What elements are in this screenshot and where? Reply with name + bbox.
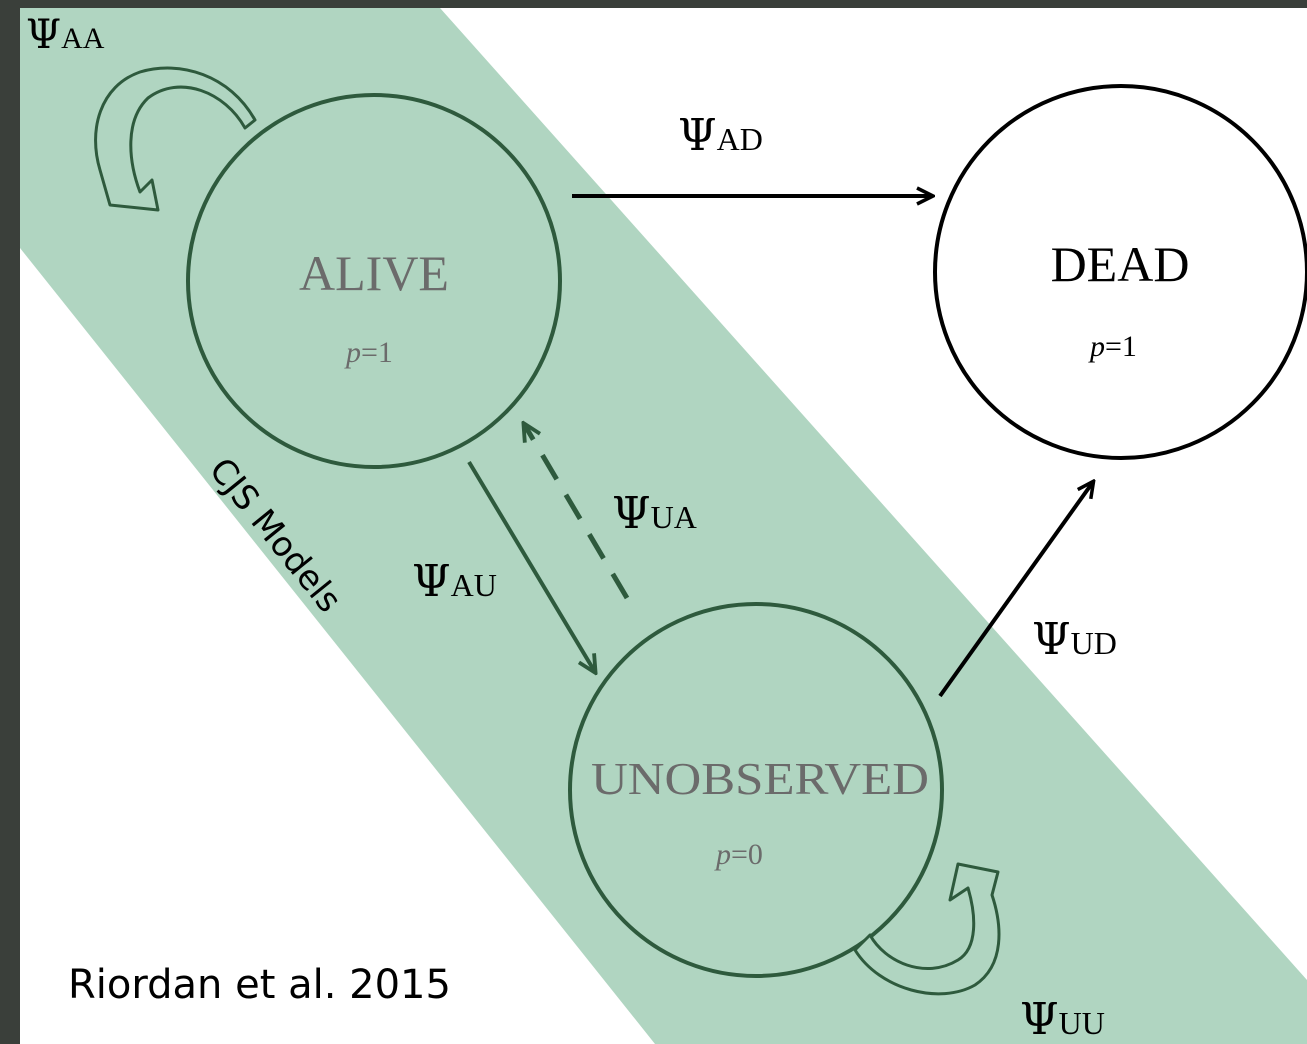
psi-ud-subscript: UD	[1071, 625, 1117, 661]
unobserved-p-symbol: p	[714, 838, 731, 871]
psi-ua-subscript: UA	[651, 499, 697, 535]
unobserved-detection: p=0	[714, 838, 763, 871]
label-psi-ad: ΨAD	[678, 110, 763, 161]
psi-aa-subscript: AA	[61, 22, 105, 55]
unobserved-state: UNOBSERVED p=0	[568, 602, 944, 978]
dead-p-value: =1	[1105, 330, 1137, 363]
label-psi-ud: ΨUD	[1032, 614, 1117, 665]
alive-detection: p=1	[344, 336, 393, 369]
psi-uu-symbol: Ψ	[1020, 994, 1059, 1044]
arrow-unobserved-to-dead	[938, 482, 1093, 698]
psi-au-symbol: Ψ	[412, 556, 451, 607]
dead-detection: p=1	[1088, 330, 1137, 363]
self-loop-unobserved-arrow	[853, 862, 1001, 996]
label-psi-au: ΨAU	[412, 556, 497, 607]
unobserved-label: UNOBSERVED	[591, 753, 929, 804]
arrow-alive-to-unobserved	[467, 460, 595, 672]
psi-ud-symbol: Ψ	[1032, 614, 1071, 665]
psi-ad-symbol: Ψ	[678, 110, 717, 161]
citation-text: Riordan et al. 2015	[68, 962, 451, 1008]
psi-uu-subscript: UU	[1059, 1005, 1105, 1041]
arrow-unobserved-to-alive	[524, 424, 630, 600]
psi-aa-symbol: Ψ	[26, 12, 61, 58]
unobserved-circle	[568, 602, 944, 978]
dead-label: DEAD	[1051, 236, 1190, 292]
psi-ua-symbol: Ψ	[612, 488, 651, 539]
dead-p-symbol: p	[1088, 330, 1105, 363]
unobserved-p-value: =0	[731, 838, 763, 871]
label-psi-uu: ΨUU	[1020, 994, 1105, 1044]
dead-state: DEAD p=1	[933, 84, 1307, 460]
alive-p-symbol: p	[344, 336, 361, 369]
dead-circle	[933, 84, 1307, 460]
alive-label: ALIVE	[299, 245, 449, 301]
psi-ad-subscript: AD	[717, 121, 763, 157]
self-loop-alive-arrow	[94, 66, 257, 212]
cjs-models-band	[20, 8, 1307, 1044]
alive-circle	[186, 93, 562, 469]
psi-au-subscript: AU	[451, 567, 497, 603]
alive-state: ALIVE p=1	[186, 93, 562, 469]
label-psi-aa: ΨAA	[26, 12, 105, 58]
alive-p-value: =1	[361, 336, 393, 369]
label-psi-ua: ΨUA	[612, 488, 697, 539]
